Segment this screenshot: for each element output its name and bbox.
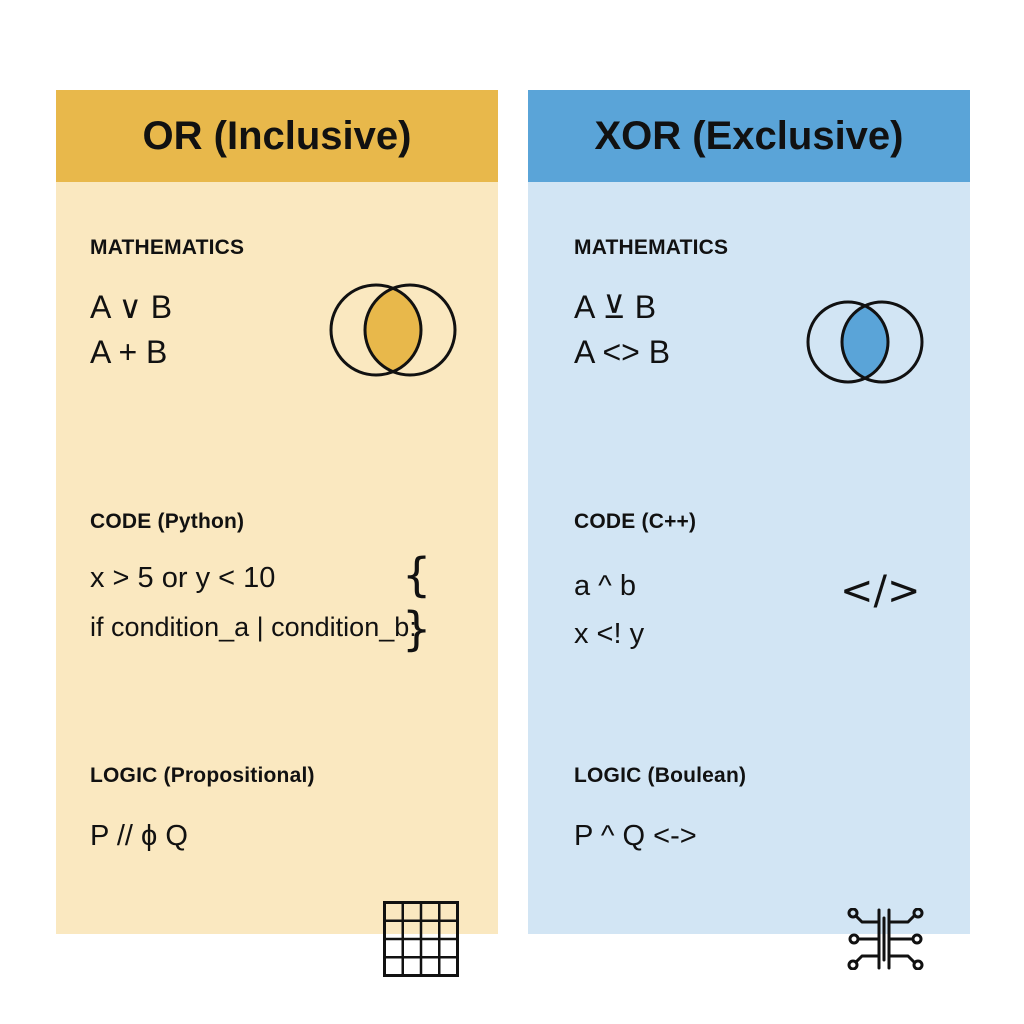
xor-panel-body: MATHEMATICS A ⊻ B A <> B CODE (C++) a ^ … — [528, 182, 970, 970]
xor-code-label: CODE (C++) — [574, 510, 697, 533]
venn-diagram-icon — [800, 294, 930, 390]
or-title: OR (Inclusive) — [142, 113, 412, 158]
or-code-line-2: if condition_a | condition_b: — [90, 612, 417, 642]
or-code-label: CODE (Python) — [90, 510, 245, 533]
circuit-icon — [846, 908, 928, 970]
xor-panel-header: XOR (Exclusive) — [528, 90, 970, 182]
or-code-line-1: x > 5 or y < 10 — [90, 562, 276, 594]
or-panel: OR (Inclusive) MATHEMATICS A ∨ B A + B C… — [56, 90, 498, 977]
xor-panel: XOR (Exclusive) MATHEMATICS A ⊻ B A <> B… — [528, 90, 970, 970]
xor-code-line-2: x <! y — [574, 618, 645, 650]
xor-math-line-2: A <> B — [574, 334, 671, 370]
grid-icon-wrapper — [383, 901, 459, 977]
code-tag-icon: </> — [840, 568, 921, 614]
xor-title: XOR (Exclusive) — [594, 113, 904, 158]
or-math-label: MATHEMATICS — [90, 236, 245, 259]
xor-code-line-1: a ^ b — [574, 570, 636, 602]
or-logic-line-1: P // ϕ Q — [90, 820, 188, 852]
xor-math-label: MATHEMATICS — [574, 236, 729, 259]
or-logic-label: LOGIC (Propositional) — [90, 764, 315, 787]
venn-diagram-icon — [328, 282, 458, 378]
or-math-line-2: A + B — [90, 334, 168, 370]
curly-braces-icon: { } — [402, 548, 442, 656]
or-panel-body: MATHEMATICS A ∨ B A + B CODE (Python) x … — [56, 182, 498, 977]
or-math-line-1: A ∨ B — [90, 289, 173, 325]
xor-logic-line-1: P ^ Q <-> — [574, 820, 697, 852]
xor-logic-label: LOGIC (Boulean) — [574, 764, 747, 787]
xor-math-line-1: A ⊻ B — [574, 289, 657, 325]
or-panel-header: OR (Inclusive) — [56, 90, 498, 182]
